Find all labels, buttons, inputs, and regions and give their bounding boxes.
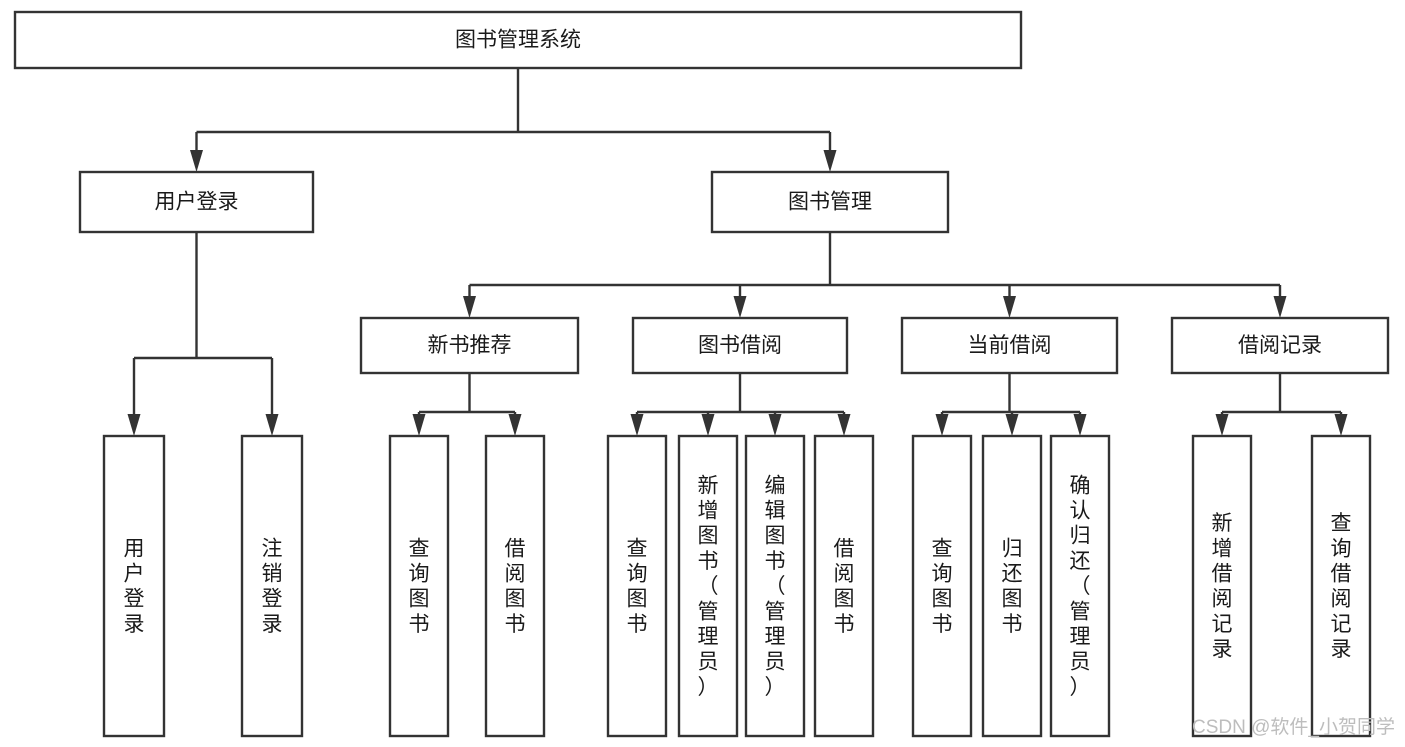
node-label-user-login: 用户登录: [155, 191, 239, 214]
node-box-leaf-edit-book: [744, 434, 806, 738]
node-root[interactable]: 图书管理系统: [13, 10, 1023, 70]
node-box-leaf-query-book-1: [388, 434, 450, 738]
csdn-watermark: CSDN @软件_小贺同学: [1192, 716, 1395, 738]
node-label-leaf-query-book-1: 查询图书: [409, 537, 430, 636]
node-current-borrow[interactable]: 当前借阅: [900, 316, 1119, 375]
node-leaf-logout-login[interactable]: 注销登录: [240, 434, 304, 738]
node-box-leaf-query-record: [1310, 434, 1372, 738]
node-box-leaf-add-record: [1191, 434, 1253, 738]
arrow-head-icon: [1003, 296, 1016, 318]
node-box-user-login: [78, 170, 315, 234]
edge-group-book-manage: [463, 232, 1287, 318]
node-label-leaf-query-book-3: 查询图书: [932, 537, 953, 636]
node-new-book-recommend[interactable]: 新书推荐: [359, 316, 580, 375]
arrow-head-icon: [1273, 296, 1287, 318]
node-label-borrow-record: 借阅记录: [1238, 334, 1322, 357]
node-box-new-book-recommend: [359, 316, 580, 375]
node-book-borrow[interactable]: 图书借阅: [631, 316, 849, 375]
edge-group-user-login: [127, 232, 279, 436]
node-leaf-borrow-book-2[interactable]: 借阅图书: [813, 434, 875, 738]
node-user-login[interactable]: 用户登录: [78, 170, 315, 234]
node-box-leaf-user-login: [102, 434, 166, 738]
node-box-book-manage: [710, 170, 950, 234]
arrow-head-icon: [768, 414, 782, 436]
arrow-head-icon: [1005, 414, 1019, 436]
edge-group-new-book-recommend: [412, 373, 522, 436]
node-label-leaf-query-record: 查询借阅记录: [1331, 512, 1352, 661]
node-box-leaf-logout-login: [240, 434, 304, 738]
node-box-leaf-borrow-book-2: [813, 434, 875, 738]
node-box-leaf-confirm-return: [1049, 434, 1111, 738]
arrow-head-icon: [701, 414, 715, 436]
node-leaf-query-record[interactable]: 查询借阅记录: [1310, 434, 1372, 738]
node-label-leaf-borrow-book-1: 借阅图书: [505, 537, 526, 636]
node-box-leaf-return-book: [981, 434, 1043, 738]
node-leaf-edit-book[interactable]: 编辑图书（管理员）: [744, 434, 806, 738]
arrow-head-icon: [508, 414, 522, 436]
arrow-head-icon: [265, 414, 279, 436]
node-label-leaf-query-book-2: 查询图书: [627, 537, 648, 636]
node-leaf-query-book-2[interactable]: 查询图书: [606, 434, 668, 738]
arrow-head-icon: [463, 296, 476, 318]
node-label-root: 图书管理系统: [455, 29, 581, 52]
node-box-leaf-borrow-book-1: [484, 434, 546, 738]
watermark-layer: CSDN @软件_小贺同学: [1192, 716, 1395, 738]
node-label-leaf-return-book: 归还图书: [1002, 537, 1023, 636]
edge-group-current-borrow: [935, 373, 1087, 436]
node-leaf-query-book-3[interactable]: 查询图书: [911, 434, 973, 738]
node-borrow-record[interactable]: 借阅记录: [1170, 316, 1390, 375]
edge-group-borrow-record: [1215, 373, 1348, 436]
node-box-current-borrow: [900, 316, 1119, 375]
node-label-leaf-edit-book: 编辑图书（管理员）: [765, 474, 786, 699]
node-box-leaf-query-book-2: [606, 434, 668, 738]
arrow-head-icon: [1215, 414, 1229, 436]
node-book-manage[interactable]: 图书管理: [710, 170, 950, 234]
node-label-leaf-add-record: 新增借阅记录: [1212, 512, 1233, 661]
arrow-head-icon: [935, 414, 949, 436]
arrow-head-icon: [127, 414, 141, 436]
node-label-book-manage: 图书管理: [788, 191, 872, 214]
node-box-leaf-add-book: [677, 434, 739, 738]
node-label-book-borrow: 图书借阅: [698, 334, 782, 357]
node-label-leaf-user-login: 用户登录: [124, 537, 145, 636]
node-box-root: [13, 10, 1023, 70]
arrow-head-icon: [733, 296, 747, 318]
node-leaf-add-record[interactable]: 新增借阅记录: [1191, 434, 1253, 738]
node-label-leaf-confirm-return: 确认归还（管理员）: [1070, 474, 1091, 699]
nodes-layer: 图书管理系统用户登录图书管理新书推荐图书借阅当前借阅借阅记录用户登录注销登录查询…: [13, 10, 1390, 738]
node-leaf-add-book[interactable]: 新增图书（管理员）: [677, 434, 739, 738]
arrow-head-icon: [1073, 414, 1087, 436]
node-label-leaf-add-book: 新增图书（管理员）: [698, 474, 719, 699]
node-leaf-confirm-return[interactable]: 确认归还（管理员）: [1049, 434, 1111, 738]
node-leaf-return-book[interactable]: 归还图书: [981, 434, 1043, 738]
node-box-book-borrow: [631, 316, 849, 375]
edge-group-book-borrow: [630, 373, 851, 436]
node-box-borrow-record: [1170, 316, 1390, 375]
edge-group-root: [190, 68, 837, 172]
arrow-head-icon: [630, 414, 644, 436]
node-leaf-borrow-book-1[interactable]: 借阅图书: [484, 434, 546, 738]
node-leaf-query-book-1[interactable]: 查询图书: [388, 434, 450, 738]
node-box-leaf-query-book-3: [911, 434, 973, 738]
arrow-head-icon: [837, 414, 851, 436]
node-label-new-book-recommend: 新书推荐: [428, 334, 512, 357]
arrow-head-icon: [823, 150, 837, 172]
node-label-leaf-logout-login: 注销登录: [262, 537, 283, 636]
arrow-head-icon: [1334, 414, 1348, 436]
node-label-leaf-borrow-book-2: 借阅图书: [834, 537, 855, 636]
arrow-head-icon: [412, 414, 426, 436]
node-leaf-user-login[interactable]: 用户登录: [102, 434, 166, 738]
edges-layer: [127, 68, 1348, 436]
node-label-current-borrow: 当前借阅: [968, 334, 1052, 357]
arrow-head-icon: [190, 150, 203, 172]
